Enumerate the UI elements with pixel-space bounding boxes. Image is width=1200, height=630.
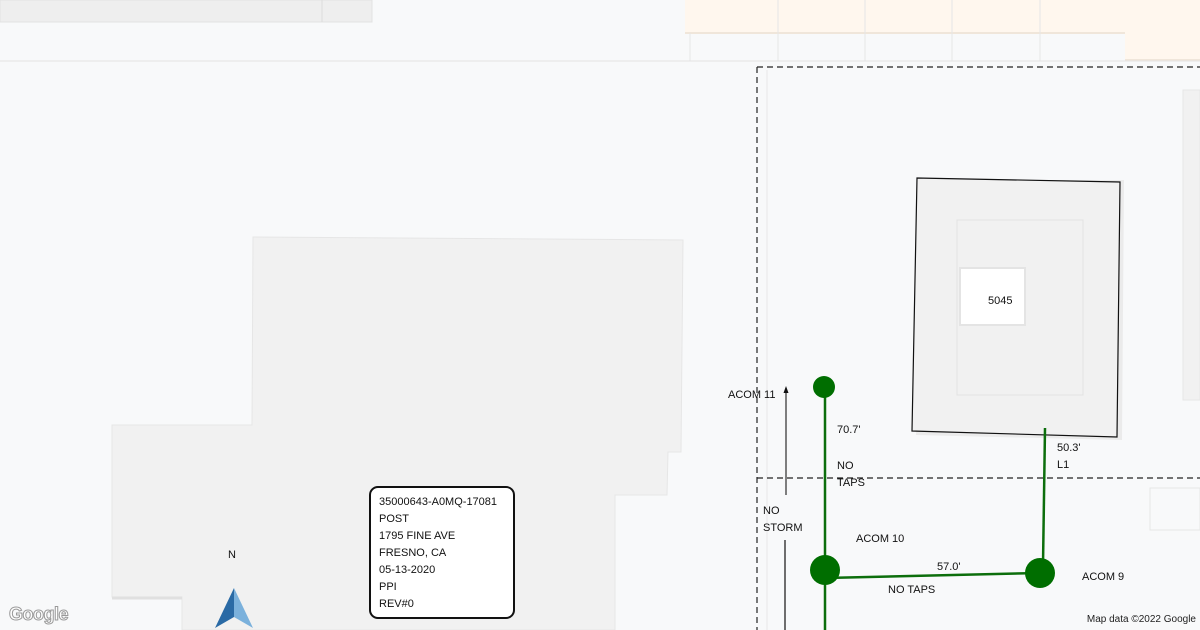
pipe-lines [823,387,1047,630]
side-building [1182,89,1200,401]
acom-9-label: ACOM 9 [1082,571,1125,583]
no-taps-label: NO [837,460,854,472]
length-label: 70.7' [837,424,861,436]
large-building [111,236,684,630]
length-label: 50.3' [1057,442,1081,454]
google-logo[interactable]: Google [9,604,70,625]
north-label: N [228,549,236,561]
no-taps-label: NO TAPS [888,584,936,596]
north-arrow-icon [215,588,253,628]
top-right-buildings [685,0,1200,61]
node-acom-10[interactable] [810,555,840,585]
address: 1795 FINE AVE [379,530,456,542]
length-label: 57.0' [937,561,961,573]
arrow-up-icon [783,386,789,495]
revision: REV#0 [379,598,414,610]
lateral-label: L1 [1057,459,1070,471]
acom-11-label: ACOM 11 [728,389,776,401]
inspection-type: POST [379,513,409,525]
side-building [1149,487,1200,531]
city-state: FRESNO, CA [379,547,447,559]
top-left-building [0,0,373,23]
building-number: 5045 [988,295,1013,307]
property-line [756,66,1200,630]
building-5045[interactable] [911,177,1124,440]
no-storm-label: STORM [763,522,803,534]
node-acom-9[interactable] [1025,558,1055,588]
no-storm-label: NO [763,505,780,517]
no-taps-label: TAPS [837,477,865,489]
job-id: 35000643-A0MQ-17081 [379,496,498,508]
date: 05-13-2020 [379,564,436,576]
node-acom-11[interactable] [813,376,835,398]
map-attribution[interactable]: Map data ©2022 Google [1082,612,1200,627]
company: PPI [379,581,397,593]
info-box: 35000643-A0MQ-17081 POST 1795 FINE AVE F… [369,486,515,619]
acom-10-label: ACOM 10 [856,533,905,545]
